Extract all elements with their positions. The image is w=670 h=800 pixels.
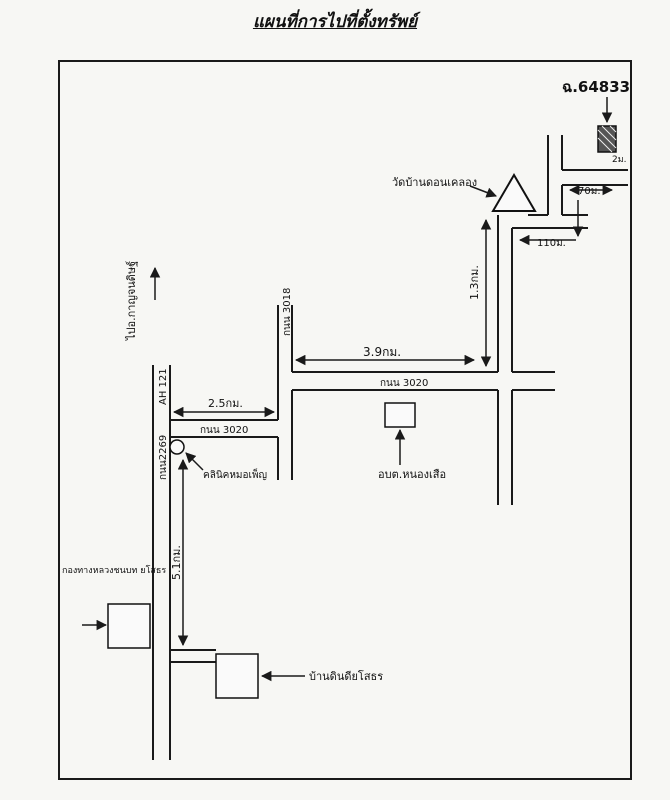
dist-110m-label: 110ม. — [537, 238, 566, 249]
dist-2-5km-label: 2.5กม. — [208, 397, 243, 410]
highway-ah121 — [152, 365, 171, 760]
map-frame — [58, 60, 632, 780]
map-title: แผนที่การไปที่ตั้งทรัพย์ — [252, 12, 418, 32]
road-3020-right-label: กนน 3020 — [380, 378, 428, 389]
company-label: บ้านดินดียโสธร — [309, 669, 383, 683]
dist-3-9km-label: 3.9กม. — [363, 345, 401, 359]
road-ah121-label: AH 121 — [158, 368, 169, 405]
parcel-marker — [597, 97, 617, 153]
dist-1-3km-label: 1.3กม. — [468, 265, 481, 300]
road-3020-left-label: กนน 3020 — [200, 425, 248, 436]
road-3018-label: กนน 3018 — [282, 288, 293, 336]
road-2269-label: กนน2269 — [158, 435, 169, 480]
sao-building — [384, 402, 416, 428]
road-3018 — [277, 305, 293, 480]
road-to-temple — [497, 215, 513, 505]
parcel-2m-label: 2ม. — [612, 155, 627, 165]
road-3020-east — [292, 371, 555, 391]
road-3020-west — [170, 419, 278, 438]
dist-5-1km-label: 5.1กม. — [170, 545, 183, 580]
clinic-label: คลินิคหมอเพ็ญ — [203, 467, 267, 481]
temple-label: วัดบ้านดอนเคลอง — [392, 176, 477, 189]
north-direction-label: ไปอ.กาญจนดิษฐ์ — [125, 261, 138, 341]
clinic-icon — [169, 439, 185, 455]
police-building — [107, 603, 151, 649]
company-building — [215, 653, 259, 699]
dist-70m-label: 70ม. — [578, 186, 601, 197]
sao-label: อบต.หนองเสือ — [378, 468, 446, 481]
temple-icon — [491, 173, 537, 212]
parcel-label: ฉ.64833 — [562, 78, 630, 96]
police-label: กองทางหลวงชนบท ยโสธร — [62, 565, 166, 576]
